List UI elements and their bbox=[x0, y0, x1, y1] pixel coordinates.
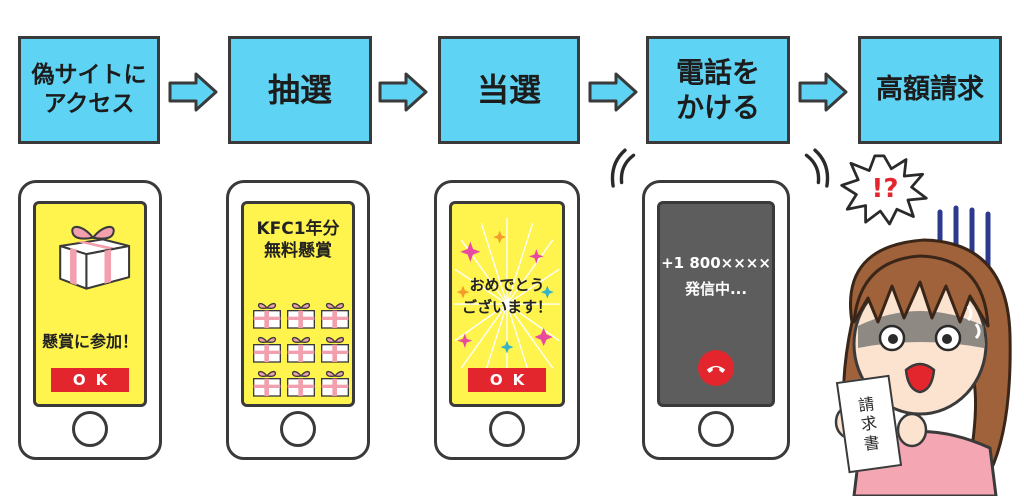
gift-box-icon bbox=[59, 225, 131, 290]
vibration-left-icon bbox=[610, 148, 636, 188]
surprise-burst bbox=[840, 154, 928, 226]
sparkle-burst bbox=[453, 217, 561, 391]
step-high-charge: 高額請求 bbox=[858, 36, 1002, 144]
arrow-right-icon bbox=[378, 72, 428, 112]
lottery-title: KFC1年分 bbox=[256, 219, 340, 239]
call-status: 発信中... bbox=[684, 280, 748, 298]
step-label: 偽サイトに アクセス bbox=[31, 62, 147, 117]
phone-screen: KFC1年分 無料懸賞 bbox=[241, 201, 355, 407]
step-label: 電話を かける bbox=[675, 56, 760, 124]
exclamation-text: !? bbox=[871, 174, 899, 204]
ok-button[interactable]: OK bbox=[468, 368, 546, 392]
step-make-call: 電話を かける bbox=[646, 36, 790, 144]
step-label: 抽選 bbox=[267, 71, 332, 109]
step-fake-site-access: 偽サイトに アクセス bbox=[18, 36, 160, 144]
phone-number: +1 800×××× bbox=[661, 254, 771, 272]
arrow-right-icon bbox=[168, 72, 218, 112]
ok-button[interactable]: OK bbox=[51, 368, 129, 392]
worried-woman-illustration bbox=[834, 238, 1012, 496]
phone-screen: +1 800×××× 発信中... bbox=[657, 201, 775, 407]
arrow-right-icon bbox=[588, 72, 638, 112]
phone-fake-site: 懸賞に参加！ OK bbox=[18, 180, 162, 460]
vibration-right-icon bbox=[804, 148, 830, 188]
small-gift-icon bbox=[321, 370, 349, 397]
home-button[interactable] bbox=[489, 411, 525, 447]
small-gift-icon bbox=[287, 370, 315, 397]
small-gift-icon bbox=[253, 370, 281, 397]
phone-lottery: KFC1年分 無料懸賞 bbox=[226, 180, 370, 460]
hang-up-icon bbox=[706, 365, 726, 373]
phone-calling: +1 800×××× 発信中... bbox=[642, 180, 790, 460]
arrow-right-icon bbox=[798, 72, 848, 112]
step-lottery: 抽選 bbox=[228, 36, 372, 144]
step-label: 高額請求 bbox=[876, 74, 984, 106]
invoice-text: 請 求 書 bbox=[857, 394, 881, 454]
small-gift-icon bbox=[253, 302, 281, 329]
caption-join-sweepstakes: 懸賞に参加！ bbox=[41, 332, 138, 351]
small-gift-icon bbox=[253, 336, 281, 363]
lottery-subtitle: 無料懸賞 bbox=[264, 241, 332, 261]
phone-screen: 懸賞に参加！ OK bbox=[33, 201, 147, 407]
home-button[interactable] bbox=[72, 411, 108, 447]
gift-grid bbox=[250, 300, 349, 398]
phone-winning: おめでとう ございます！ OK bbox=[434, 180, 580, 460]
small-gift-icon bbox=[287, 336, 315, 363]
home-button[interactable] bbox=[698, 411, 734, 447]
home-button[interactable] bbox=[280, 411, 316, 447]
small-gift-icon bbox=[287, 302, 315, 329]
small-gift-icon bbox=[321, 336, 349, 363]
phone-screen: おめでとう ございます！ OK bbox=[449, 201, 565, 407]
small-gift-icon bbox=[321, 302, 349, 329]
end-call-button[interactable] bbox=[698, 350, 734, 386]
congrats-line2: ございます！ bbox=[461, 298, 552, 316]
congrats-line1: おめでとう bbox=[469, 276, 545, 294]
step-label: 当選 bbox=[476, 71, 541, 109]
step-winning: 当選 bbox=[438, 36, 580, 144]
